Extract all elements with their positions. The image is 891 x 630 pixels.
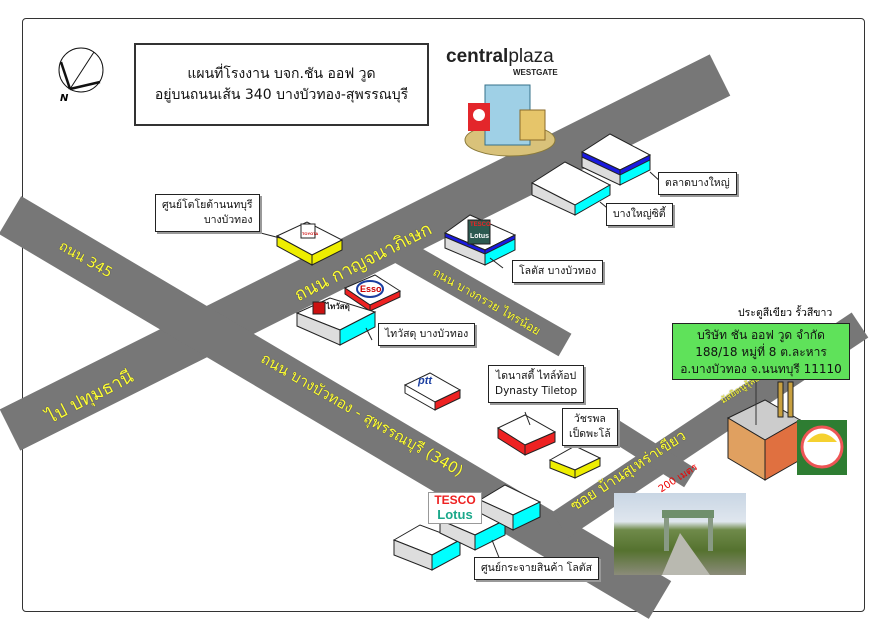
callout-pointer xyxy=(491,539,501,561)
thaiwatsadu-building xyxy=(295,297,377,346)
lotus-text: Lotus xyxy=(437,507,473,522)
ptt-station xyxy=(403,372,462,411)
tesco-logo-small: TESCO xyxy=(470,222,491,228)
photo-gate-arch xyxy=(662,510,714,518)
photo-road xyxy=(662,533,710,575)
compass-icon xyxy=(58,47,104,93)
logo-brand: central xyxy=(446,46,509,67)
compass-north-label: N xyxy=(60,93,69,104)
mascot-icon xyxy=(797,420,847,475)
callout-watcharaphon: วัชรพล เป็ดพะโล้ xyxy=(562,408,618,446)
map-title: แผนที่โรงงาน บจก.ชัน ออฟ วูด อยู่บนถนนเส… xyxy=(134,43,429,126)
central-plaza-building xyxy=(464,84,556,157)
company-address-2: อ.บางบัวทอง จ.นนทบุรี 11110 xyxy=(680,362,842,376)
title-line-1: แผนที่โรงงาน บจก.ชัน ออฟ วูด xyxy=(187,65,376,82)
logo-brand2: plaza xyxy=(508,46,554,67)
ptt-logo: ptt xyxy=(418,375,433,387)
callout-thaiwatsadu: ไทวัสดุ บางบัวทอง xyxy=(378,323,476,346)
tesco-text: TESCO xyxy=(434,493,476,507)
road-bangbuathong-340 xyxy=(0,196,672,619)
callout-text: เป็ดพะโล้ xyxy=(569,428,611,440)
callout-dynasty-tiletop: ไดนาสตี้ ไทล์ท้อป Dynasty Tiletop xyxy=(488,365,585,403)
esso-logo: Esso xyxy=(360,284,382,294)
thaiwatsadu-logo: ไทวัสดุ xyxy=(326,302,350,311)
toyota-building xyxy=(275,221,344,266)
lotus-logo-small: Lotus xyxy=(470,233,490,240)
callout-toyota: ศูนย์โตโยต้านนทบุรี บางบัวทอง xyxy=(155,194,260,232)
callout-talad-bangyai: ตลาดบางใหญ่ xyxy=(658,172,737,195)
street-photo xyxy=(614,493,746,575)
talad-bangyai-building xyxy=(580,133,652,186)
factory-building xyxy=(726,380,802,481)
company-address-1: 188/18 หมู่ที่ 8 ต.ละหาร xyxy=(695,345,827,359)
photo-gate-pillar xyxy=(664,511,669,551)
callout-text: วัชรพล xyxy=(573,413,606,425)
callout-bangyai-city: บางใหญ่ซิตี้ xyxy=(606,203,673,226)
toyota-logo: TOYOTA xyxy=(302,231,319,236)
callout-text: Dynasty Tiletop xyxy=(495,385,578,397)
callout-text: บางบัวทอง xyxy=(203,214,253,226)
callout-text: ศูนย์โตโยต้านนทบุรี xyxy=(162,199,253,211)
esso-station xyxy=(343,274,402,312)
title-line-2: อยู่บนถนนเส้น 340 บางบัวทอง-สุพรรณบุรี xyxy=(154,86,409,103)
callout-lotus-bangbuathong: โลตัส บางบัวทอง xyxy=(512,260,604,283)
callout-pointer xyxy=(524,411,531,426)
tesco-lotus-logo: TESCO Lotus xyxy=(428,492,482,524)
company-address-box: บริษัท ชัน ออฟ วูด จำกัด 188/18 หมู่ที่ … xyxy=(672,323,850,380)
logo-sub: WESTGATE xyxy=(513,68,558,77)
callout-pointer xyxy=(365,327,373,341)
photo-gate-pillar xyxy=(708,511,713,551)
company-name: บริษัท ชัน ออฟ วูด จำกัด xyxy=(697,328,825,342)
callout-lotus-dc: ศูนย์กระจายสินค้า โลตัส xyxy=(474,557,599,580)
dynasty-tiletop-building xyxy=(496,414,557,456)
road-kanchanaphisek xyxy=(0,54,731,451)
bangyai-city-building xyxy=(530,161,612,216)
callout-pointer xyxy=(489,257,504,269)
road-bangkruai xyxy=(388,236,572,357)
watcharaphon-building xyxy=(548,445,602,479)
callout-text: ไดนาสตี้ ไทล์ท้อป xyxy=(495,370,577,382)
lotus-bangbuathong-building xyxy=(443,214,517,266)
gate-note: ประตูสีเขียว รั้วสีขาว xyxy=(738,307,833,319)
map-frame xyxy=(22,18,865,612)
central-plaza-logo: centralplaza xyxy=(446,46,554,68)
